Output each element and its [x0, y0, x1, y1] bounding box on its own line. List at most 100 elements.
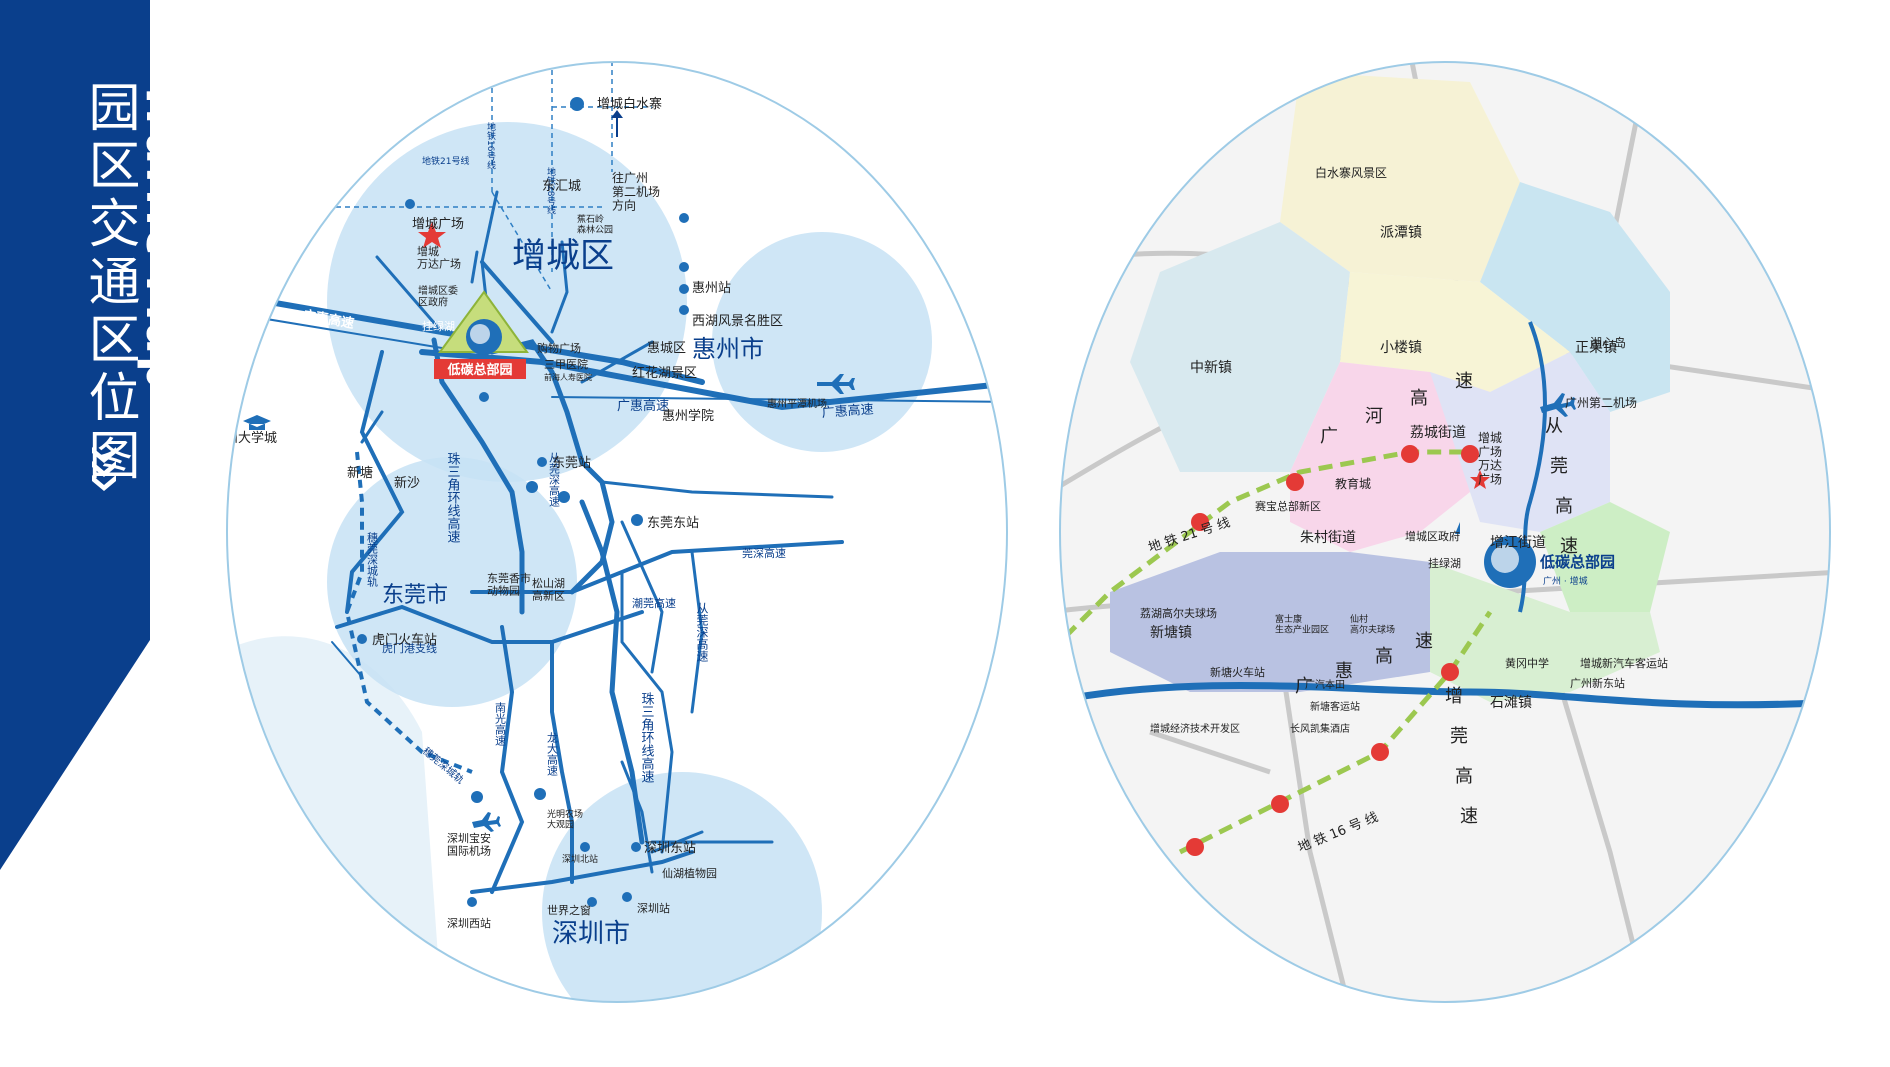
graduation-cap-icon [243, 415, 271, 430]
zone-xintang [1110, 552, 1430, 692]
river [1060, 681, 1830, 709]
poi-labels: 白水寨风景区 湖心岛 广州第二机场 增城广场万达广场 教育城 赛宝总部新区 增城… [1140, 165, 1668, 735]
poi-baishuizhai: 白水寨风景区 [1315, 165, 1387, 180]
road-guanghui-2: 惠 [1335, 661, 1353, 682]
poi-golf: 荔湖高尔夫球场 [1140, 606, 1217, 620]
road-guanghui-3: 高 [1375, 646, 1393, 667]
district-huizhou: 惠州市 [692, 335, 764, 363]
sidebar: 园区交通区位图 Traffic Map [0, 0, 190, 1063]
star-icon [418, 222, 446, 248]
road-guanghui-1: 广 [1295, 676, 1313, 697]
hub-label-bg [434, 359, 526, 379]
road-prd-ring-north: 珠三角环线高速 [445, 452, 461, 543]
place-zengcheng-plaza: 增城广场 [412, 217, 464, 232]
town-zhongxin: 中新镇 [1190, 360, 1232, 376]
right-map-border [1059, 61, 1831, 1003]
town-xintang: 新塘镇 [1150, 625, 1192, 641]
town-zhucun: 朱村街道 [1300, 530, 1356, 546]
district-zone-zengcheng [327, 122, 687, 482]
road-guanghe-2: 河 [1365, 406, 1383, 427]
road-congguan-3: 高 [1555, 496, 1573, 517]
road-guanhuan: 莞深高速 [742, 546, 786, 560]
place-labels: 广州教育城 镇龙站 增城广场 东汇城 增城白水寨 增城万达广场 增城区委区政府 … [222, 96, 827, 930]
place-sz-stn: 深圳站 [637, 901, 670, 915]
poi-gac: 广汽本田 [1305, 678, 1345, 691]
place-sz-north: 深圳北站 [562, 853, 598, 865]
town-shitan: 石滩镇 [1490, 695, 1532, 711]
town-zhengguo: 正果镇 [1575, 340, 1617, 356]
place-baishuizhai: 增城白水寨 [597, 96, 662, 112]
place-huicheng: 惠城区 [647, 341, 686, 356]
place-hospital-sub: 前海人寿医院 [544, 372, 592, 382]
district-zengcheng: 增城区 [512, 236, 614, 276]
poi-changfeng: 长风凯集酒店 [1290, 722, 1350, 735]
place-wanda: 增城万达广场 [417, 244, 461, 271]
poi-saibao: 赛宝总部新区 [1255, 499, 1321, 513]
place-songshan: 松山湖高新区 [532, 576, 565, 603]
place-xintang: 新塘 [347, 465, 373, 481]
town-licheng: 荔城街道 [1410, 425, 1466, 441]
zone-paitan [1280, 72, 1520, 282]
poi-gov: 增城区政府 [1405, 529, 1460, 543]
guanhui-rail-line [344, 451, 473, 774]
place-gz-univ: 广州大学城 [222, 430, 277, 446]
place-hz-airport: 惠州平潭机场 [767, 397, 827, 410]
poi-gz-xindong: 广州新东站 [1570, 676, 1625, 690]
poi-wanda: 增城广场万达广场 [1478, 431, 1502, 486]
road-guanghe-3: 高 [1410, 388, 1428, 409]
place-sz-airport: 深圳宝安国际机场 [447, 831, 491, 858]
place-gz-edu-city: 广州教育城 [302, 158, 367, 174]
poi-gz-airport2: 广州第二机场 [1565, 396, 1637, 410]
zone-zengjiang [1540, 502, 1670, 612]
zone-zhongxin [1130, 222, 1350, 472]
place-window: 世界之窗 [547, 903, 591, 917]
metro-lines [282, 62, 652, 293]
district-dongguan: 东莞市 [382, 583, 448, 608]
place-dg-stn: 东莞站 [552, 456, 591, 471]
airplane-icon [817, 374, 855, 394]
road-guanghui-4: 速 [1415, 631, 1433, 652]
place-honghua: 红花湖景区 [632, 365, 697, 381]
road-chaoguan: 潮莞高速 [632, 596, 676, 610]
poi-xintang-stn: 新塘火车站 [1210, 665, 1265, 679]
town-labels: 派潭镇 中新镇 小楼镇 正果镇 荔城街道 朱村街道 增江街道 新塘镇 石滩镇 [1150, 224, 1617, 711]
place-west-lake: 西湖风景名胜区 [692, 313, 783, 329]
poi-edu-city: 教育城 [1335, 476, 1371, 491]
place-guangming: 光明农场大观园 [547, 808, 583, 830]
page-title-en-wrap: Traffic Map [136, 80, 190, 391]
metro-21: 地铁21号线 [422, 155, 469, 167]
chevron-down-icon [92, 447, 116, 491]
road-prd-ring-south: 珠三角环线高速 [639, 692, 655, 783]
poi-xiancun-golf: 仙村高尔夫球场 [1350, 613, 1395, 635]
road-zengguan-4: 速 [1460, 806, 1478, 827]
left-map-border [226, 61, 1008, 1003]
district-shenzhen: 深圳市 [552, 919, 630, 949]
airplane-icon [1540, 393, 1576, 417]
hub-label: 低碳总部园 [446, 362, 512, 378]
place-hospital: 三甲医院 [544, 357, 588, 371]
page-title-en: Traffic Map [136, 80, 190, 391]
poi-huanggang: 黄冈中学 [1505, 656, 1549, 670]
place-dongcheng: 东汇城 [542, 179, 581, 194]
hub-logo-name: 低碳总部园 [1539, 553, 1615, 571]
road-congguan-1: 从 [1545, 416, 1563, 437]
place-zhenlong: 镇龙站 [257, 221, 296, 236]
hub-logo-sub: 广州 · 增城 [1543, 575, 1588, 587]
place-humen: 虎门火车站 [372, 632, 437, 648]
highways [227, 190, 1007, 894]
place-hz-college: 惠州学院 [662, 408, 714, 424]
road-longda: 龙大高速 [546, 732, 559, 776]
place-markers [277, 97, 689, 907]
road-guanghe-4: 速 [1455, 371, 1473, 392]
place-sz-west: 深圳西站 [447, 916, 491, 930]
page-title-cn: 园区交通区位图 [79, 80, 139, 486]
road-nanguang: 南光高速 [494, 702, 507, 746]
road-zengguan-3: 高 [1455, 766, 1473, 787]
lake-icon [1455, 522, 1460, 534]
road-conglong-south: 从莞深高速 [695, 602, 709, 662]
road-guanghui-mid: 广惠高速 [617, 398, 669, 414]
place-forest-park: 蕉石岭森林公园 [577, 213, 613, 235]
town-zengjiang: 增江街道 [1490, 535, 1546, 551]
road-guanghui-e: 广惠高速 [821, 401, 874, 421]
place-dg-east: 东莞东站 [647, 516, 699, 531]
